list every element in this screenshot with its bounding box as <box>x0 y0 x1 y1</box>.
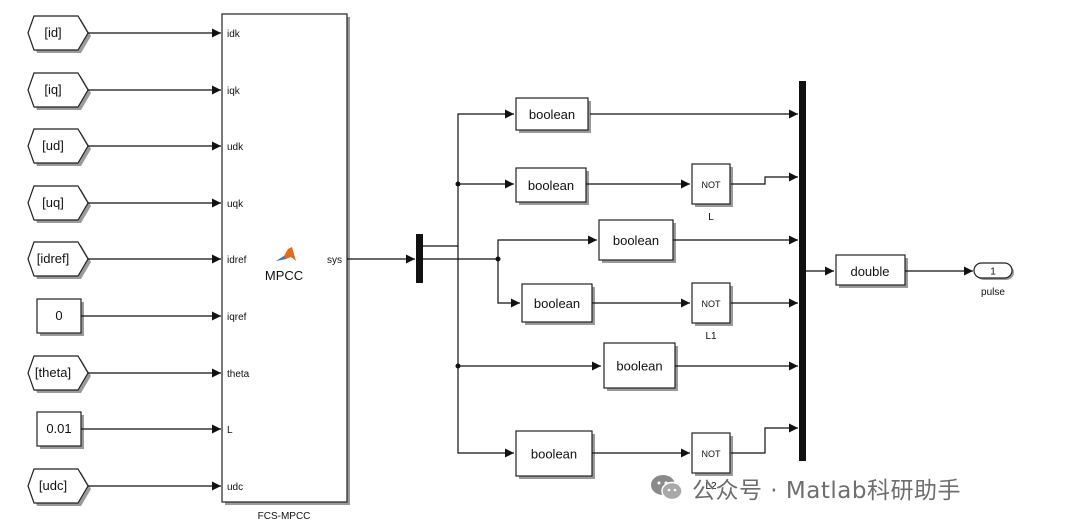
branch-point <box>455 181 461 187</box>
boolean-block-1[interactable]: boolean <box>515 97 591 133</box>
input-label-6: [theta] <box>35 365 71 380</box>
demux-block[interactable] <box>416 234 423 283</box>
boolean-block-6[interactable]: boolean <box>515 430 595 479</box>
wire-branch-b4 <box>497 259 520 308</box>
wire-demux-out2 <box>423 235 597 260</box>
not-label: NOT <box>702 449 722 459</box>
from-block-6[interactable]: [theta] <box>27 355 91 393</box>
mpcc-input-port-3: uqk <box>227 199 244 210</box>
not-label: NOT <box>702 299 722 309</box>
mpcc-input-port-8: udc <box>227 482 243 493</box>
wire-not-to-mux <box>731 172 798 185</box>
boolean-block-4[interactable]: boolean <box>521 283 595 325</box>
boolean-label: boolean <box>531 447 577 462</box>
input-label-0: [id] <box>44 25 61 40</box>
wire-not2-to-mux <box>731 423 798 454</box>
boolean-label: boolean <box>529 107 575 122</box>
input-label-2: [ud] <box>42 138 64 153</box>
constant-block-7[interactable]: 0.01 <box>36 411 84 449</box>
from-block-2[interactable]: [ud] <box>27 128 91 166</box>
matlab-logo-icon <box>276 247 296 261</box>
input-blocks: [id] [iq] [ud] [uq] [idref] 0 [theta] 0.01 [udc] <box>27 15 221 506</box>
boolean-block-3[interactable]: boolean <box>598 219 676 263</box>
from-block-4[interactable]: [idref] <box>27 241 91 279</box>
not-block-1[interactable]: NOT L <box>691 163 733 223</box>
not-label: NOT <box>702 180 722 190</box>
not-block-3[interactable]: NOT L2 <box>691 432 733 492</box>
outport-pulse[interactable]: 1 pulse <box>973 262 1014 298</box>
input-label-7: 0.01 <box>46 421 71 436</box>
boolean-label: boolean <box>528 178 574 193</box>
watermark: 公众号 · Matlab科研助手 <box>650 470 961 506</box>
input-label-4: [idref] <box>37 251 70 266</box>
input-label-1: [iq] <box>44 82 61 97</box>
boolean-block-5[interactable]: boolean <box>603 342 678 391</box>
mpcc-input-port-7: L <box>227 425 233 436</box>
mpcc-input-port-6: theta <box>227 369 250 380</box>
boolean-label: boolean <box>616 359 662 374</box>
constant-block-5[interactable]: 0 <box>36 298 84 336</box>
branch-point <box>455 363 461 369</box>
mpcc-center-label: MPCC <box>265 268 303 283</box>
wire-demux-out1 <box>423 109 514 247</box>
boolean-label: boolean <box>534 296 580 311</box>
outport-number: 1 <box>990 267 996 278</box>
branch-point <box>495 256 501 262</box>
mux-block[interactable] <box>799 81 806 461</box>
input-label-3: [uq] <box>42 195 64 210</box>
not-block-name: L2 <box>705 481 717 492</box>
outport-name: pulse <box>981 287 1005 298</box>
input-label-5: 0 <box>55 308 62 323</box>
double-label: double <box>850 264 889 279</box>
watermark-text: 公众号 · Matlab科研助手 <box>692 478 961 504</box>
from-block-3[interactable]: [uq] <box>27 185 91 223</box>
mpcc-input-port-4: idref <box>227 255 247 266</box>
mpcc-input-port-0: idk <box>227 29 241 40</box>
mpcc-output-port-label: sys <box>327 255 342 266</box>
wire-branch-b6 <box>457 246 514 458</box>
from-block-8[interactable]: [udc] <box>27 468 91 506</box>
input-label-8: [udc] <box>39 478 67 493</box>
not-block-2[interactable]: NOT L1 <box>691 282 733 342</box>
wechat-icon <box>651 475 683 501</box>
mpcc-block-name: FCS-MPCC <box>258 511 311 522</box>
boolean-block-2[interactable]: boolean <box>515 167 589 205</box>
not-block-name: L1 <box>705 331 717 342</box>
boolean-label: boolean <box>613 233 659 248</box>
not-block-name: L <box>708 212 714 223</box>
from-block-1[interactable]: [iq] <box>27 72 91 110</box>
mpcc-input-port-5: iqref <box>227 312 247 323</box>
from-block-0[interactable]: [id] <box>27 15 91 53</box>
mpcc-input-port-2: udk <box>227 142 244 153</box>
double-convert-block[interactable]: double <box>835 254 908 288</box>
mpcc-input-port-1: iqk <box>227 86 241 97</box>
